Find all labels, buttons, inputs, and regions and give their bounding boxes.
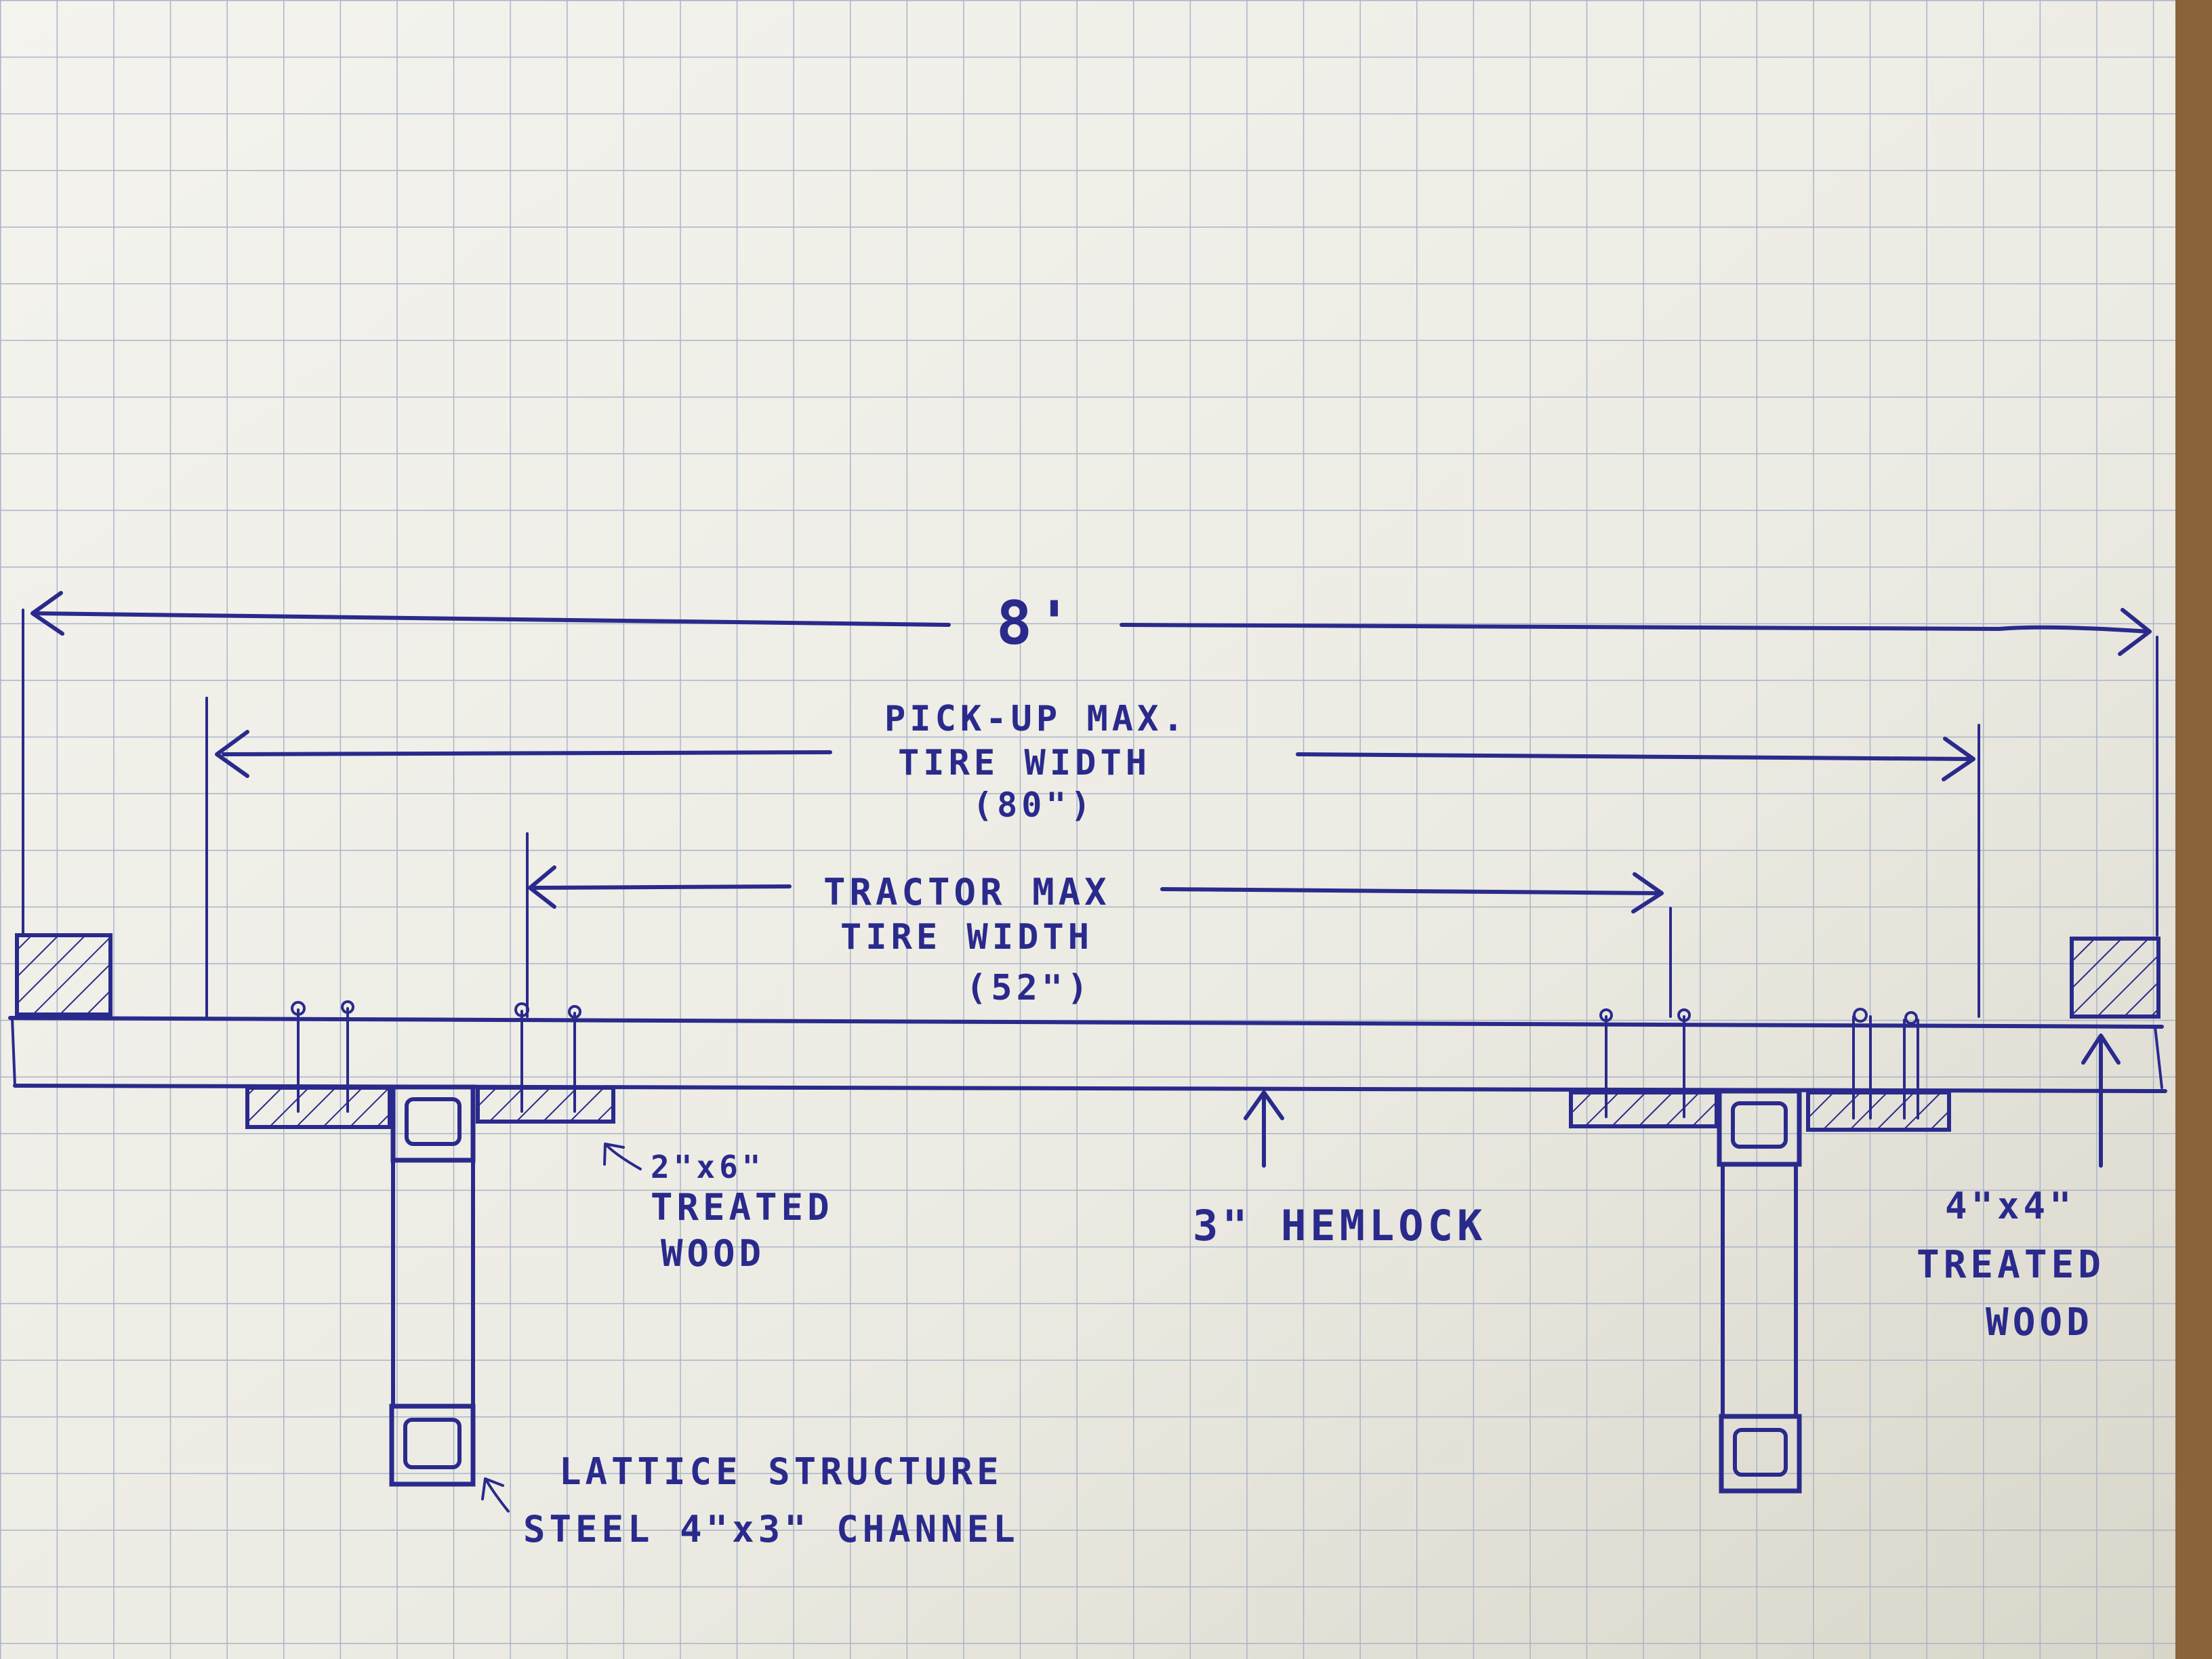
arrow-left-icon <box>30 591 64 636</box>
lattice-label-line2: STEEL 4"x3" CHANNEL <box>523 1508 1019 1551</box>
two-by-six-label-line3: WOOD <box>661 1232 765 1275</box>
two-by-six-label-line1: 2"x6" <box>651 1149 764 1185</box>
overall-dimension: 8' <box>22 588 2158 937</box>
arrow-up-icon <box>2081 1033 2121 1065</box>
arrow-left-icon <box>215 730 249 778</box>
hemlock-callout: 3" HEMLOCK <box>1193 1090 1486 1250</box>
hemlock-label: 3" HEMLOCK <box>1193 1201 1486 1250</box>
four-by-four-label-line1: 4"x4" <box>1945 1185 2076 1227</box>
arrow-left-icon <box>528 865 556 909</box>
overall-dimension-label: 8' <box>996 588 1076 658</box>
four-by-four-label-line2: TREATED <box>1917 1243 2105 1287</box>
two-by-six-pads <box>245 1086 1951 1132</box>
tractor-dimension: TRACTOR MAX TIRE WIDTH (52") <box>526 832 1672 1018</box>
pickup-label-line3: (80") <box>972 785 1095 825</box>
four-by-four-right <box>2070 937 2160 1019</box>
pickup-label-line2: TIRE WIDTH <box>898 743 1151 783</box>
two-by-six-callout: 2"x6" TREATED WOOD <box>603 1143 834 1275</box>
arrow-right-icon <box>2118 608 2152 656</box>
four-by-four-label-line3: WOOD <box>1986 1300 2093 1345</box>
pickup-dimension: PICK-UP MAX. TIRE WIDTH (80") <box>205 697 1980 1018</box>
arrow-right-icon <box>1631 872 1664 914</box>
lattice-callout: LATTICE STRUCTURE STEEL 4"x3" CHANNEL <box>481 1450 1019 1551</box>
four-by-four-left <box>15 933 112 1017</box>
bolts <box>291 1000 1919 1120</box>
arrow-up-icon <box>1244 1090 1284 1120</box>
steel-channel-left <box>389 1084 476 1487</box>
lattice-label-line1: LATTICE STRUCTURE <box>559 1450 1003 1493</box>
tractor-label-line3: (52") <box>966 968 1092 1008</box>
arrow-right-icon <box>1942 737 1975 781</box>
pickup-label-line1: PICK-UP MAX. <box>884 699 1188 739</box>
arrow-icon <box>481 1477 504 1500</box>
tractor-label-line1: TRACTOR MAX <box>823 871 1111 914</box>
steel-channel-right <box>1717 1088 1802 1494</box>
tractor-label-line2: TIRE WIDTH <box>840 917 1093 958</box>
arrow-icon <box>603 1143 625 1166</box>
four-by-four-callout: 4"x4" TREATED WOOD <box>1917 1033 2121 1345</box>
two-by-six-label-line2: TREATED <box>651 1186 834 1229</box>
